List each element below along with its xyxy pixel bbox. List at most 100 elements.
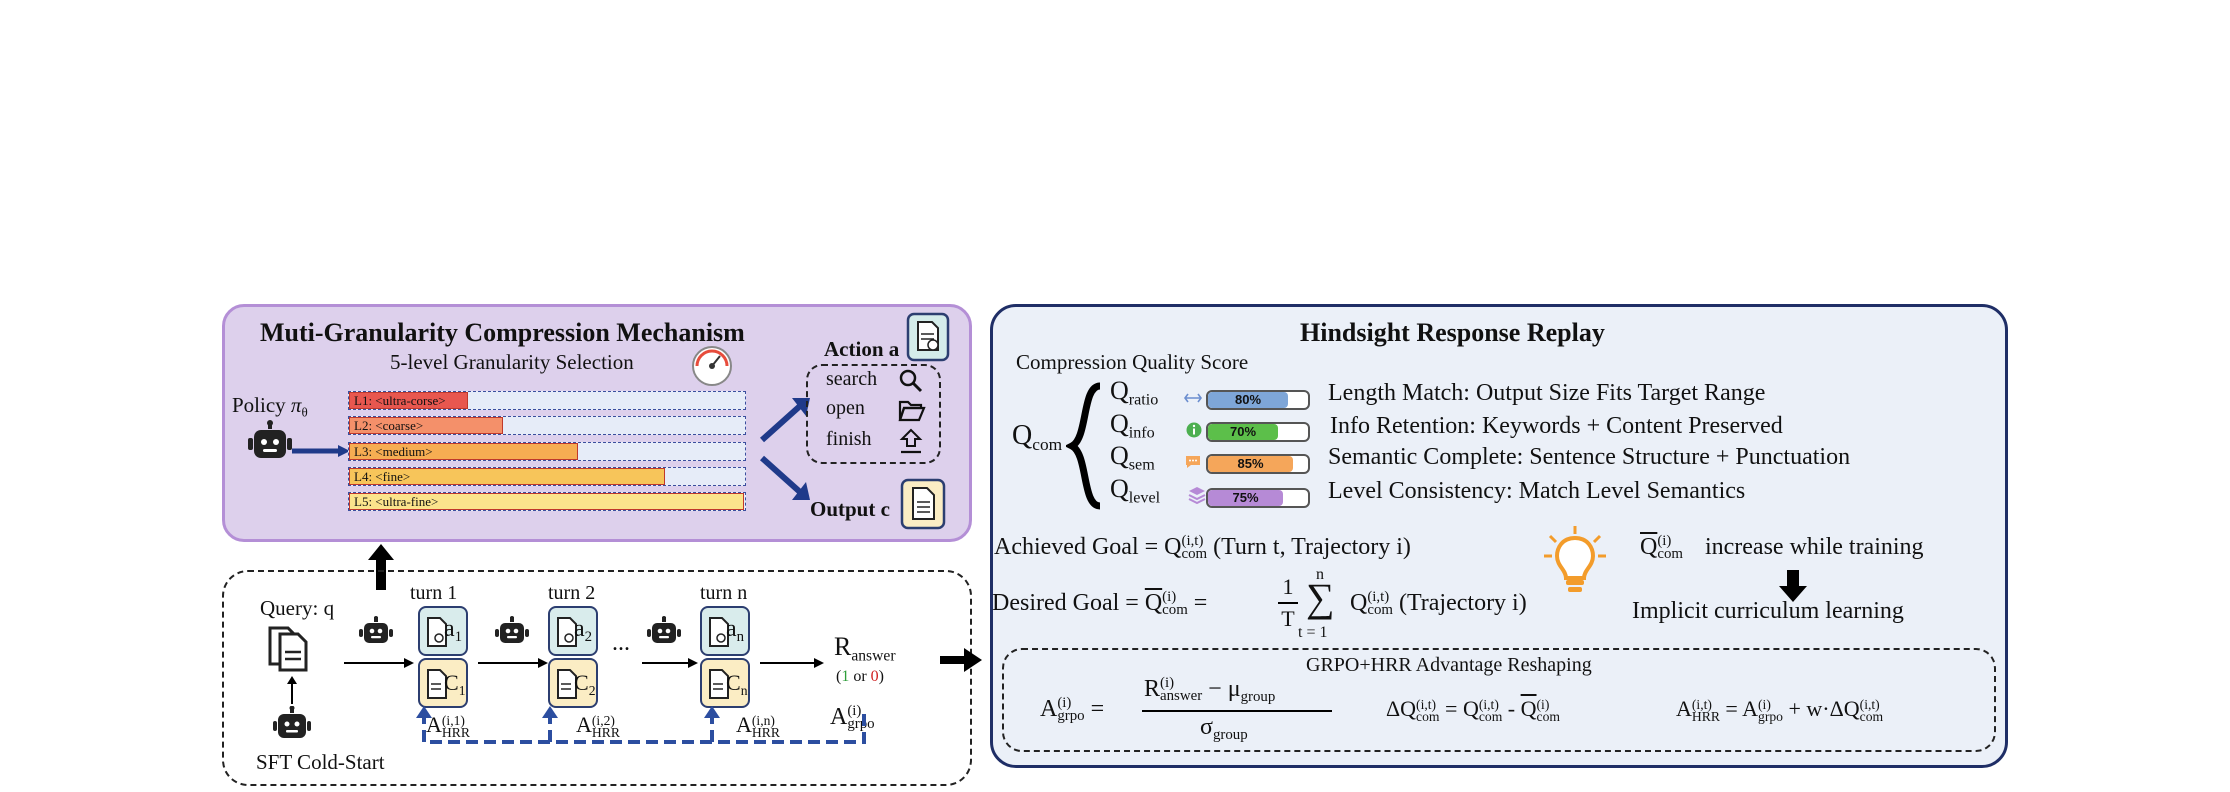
level-2-bar: L2: <coarse> [349,417,503,434]
turn2-robot-icon [495,616,529,643]
turnn-action-card[interactable]: an [700,606,750,656]
action-search-label[interactable]: search [826,368,878,390]
query-label: Query: q [260,596,335,620]
sft-label: SFT Cold-Start [256,750,385,774]
turnn-robot-icon [647,616,681,643]
achieved-goal: Achieved Goal = Q(i,t)com (Turn t, Traje… [994,533,1411,563]
turn-ellipsis: ... [612,630,630,656]
action-doc-icon [557,617,577,647]
metric-level-desc: Level Consistency: Match Level Semantics [1328,478,1746,504]
level-1-bar: L1: <ultra-corse> [349,392,468,409]
metric-level-fill: 75% [1208,490,1283,506]
action-finish-label[interactable]: finish [826,428,872,450]
turn1-label: turn 1 [410,582,458,604]
a-grpo-label: A(i)grpo [830,703,875,733]
agrpo-numerator: R(i)answer − μgroup [1144,675,1276,706]
turn1-advantage: A(i,1)HRR [426,712,470,740]
mgc-subtitle: 5-level Granularity Selection [390,350,634,374]
granularity-levels: L1: <ultra-corse> L2: <coarse> L3: <medi… [348,391,746,515]
action-doc-icon [906,312,950,362]
action-doc-icon [427,617,447,647]
level-3-bar: L3: <medium> [349,443,578,460]
metric-ratio-symbol: Qratio [1110,376,1159,409]
answer-arrow [760,658,824,668]
folder-open-icon [898,400,926,422]
level-1-track[interactable]: L1: <ultra-corse> [348,391,746,410]
sft-up-arrow [287,676,297,704]
robot-icon [248,420,292,458]
reward-answer: Ranswer [834,632,896,665]
level-5-track[interactable]: L5: <ultra-fine> [348,492,746,511]
turn2-output-card[interactable]: C2 [548,658,598,708]
up-arrow [368,544,394,590]
metric-sem-fill: 85% [1208,456,1293,472]
level-4-track[interactable]: L4: <fine> [348,467,746,486]
metric-ratio-fill: 80% [1208,392,1288,408]
metric-sem-symbol: Qsem [1110,441,1155,474]
turn1-action-symbol: a1 [444,616,463,646]
reshaping-box [1002,648,1996,752]
trajectory-panel [222,570,972,786]
turnn-output-symbol: Cn [726,670,748,698]
level-3-track[interactable]: L3: <medium> [348,442,746,461]
level-4-bar: L4: <fine> [349,468,665,485]
turn1-output-symbol: C1 [444,670,466,698]
agrpo-formula-lhs: A(i)grpo = [1040,695,1105,725]
level-2-track[interactable]: L2: <coarse> [348,416,746,435]
hrr-title: Hindsight Response Replay [1300,318,1605,347]
turnn-action-symbol: an [726,616,745,646]
policy-arrow [292,445,350,457]
search-icon [899,369,923,393]
turn1-output-card[interactable]: C1 [418,658,468,708]
info-icon [1186,422,1202,438]
agrpo-denominator: σgroup [1200,714,1248,744]
output-doc-icon [900,478,946,530]
agrpo-frac-line [1142,710,1332,712]
action-doc-icon [709,617,729,647]
hrr-panel [990,304,2008,768]
down-arrow [1779,570,1807,602]
sum-symbol: ∑ [1306,575,1335,620]
feedback-line [416,706,866,744]
metric-ratio-bar: 80% [1206,390,1310,410]
reward-values: (1 or 0) [836,668,884,685]
layers-icon [1188,487,1206,504]
to-hrr-arrow [940,648,982,672]
qcom-label: Qcom [1012,420,1063,455]
documents-icon [268,626,308,672]
level-5-bar: L5: <ultra-fine> [349,493,744,510]
desired-sum-term: Q(i,t)com (Trajectory i) [1350,589,1527,619]
turn1-robot-icon [359,616,393,643]
turnn-label: turn n [700,582,748,604]
frac-den: T [1281,606,1295,631]
output-doc-icon [557,669,577,699]
turnn-advantage: A(i,n)HRR [736,712,780,740]
upload-icon [899,428,923,454]
curriculum-text: Implicit curriculum learning [1632,598,1904,624]
turn2-output-symbol: C2 [574,670,596,698]
branch-arrows [759,398,810,500]
action-open-label[interactable]: open [826,397,865,419]
metric-ratio-desc: Length Match: Output Size Fits Target Ra… [1328,380,1766,406]
delta-q-formula: ΔQ(i,t)com = Q(i,t)com - Q(i)com [1386,696,1560,724]
frac-num: 1 [1282,574,1294,599]
turn1-action-card[interactable]: a1 [418,606,468,656]
turnn-arrow [642,658,698,668]
metric-info-symbol: Qinfo [1110,409,1155,442]
qbar-increase: Q(i)com increase while training [1640,533,1924,563]
gauge-icon [692,346,732,386]
turn1-arrow [344,658,414,668]
turn2-action-card[interactable]: a2 [548,606,598,656]
action-title: Action a [824,337,900,361]
sft-robot-icon [273,706,311,738]
turn2-action-symbol: a2 [574,616,593,646]
metric-info-bar: 70% [1206,422,1310,442]
output-doc-icon [709,669,729,699]
metric-list: Qratio 80% Length Match: Output Size Fit… [1110,376,2000,516]
output-doc-icon [427,669,447,699]
metric-sem-desc: Semantic Complete: Sentence Structure + … [1328,444,1851,470]
turnn-output-card[interactable]: Cn [700,658,750,708]
output-title: Output c [810,497,890,521]
metric-sem-bar: 85% [1206,454,1310,474]
desired-goal: Desired Goal = Q(i)com = [992,589,1208,619]
